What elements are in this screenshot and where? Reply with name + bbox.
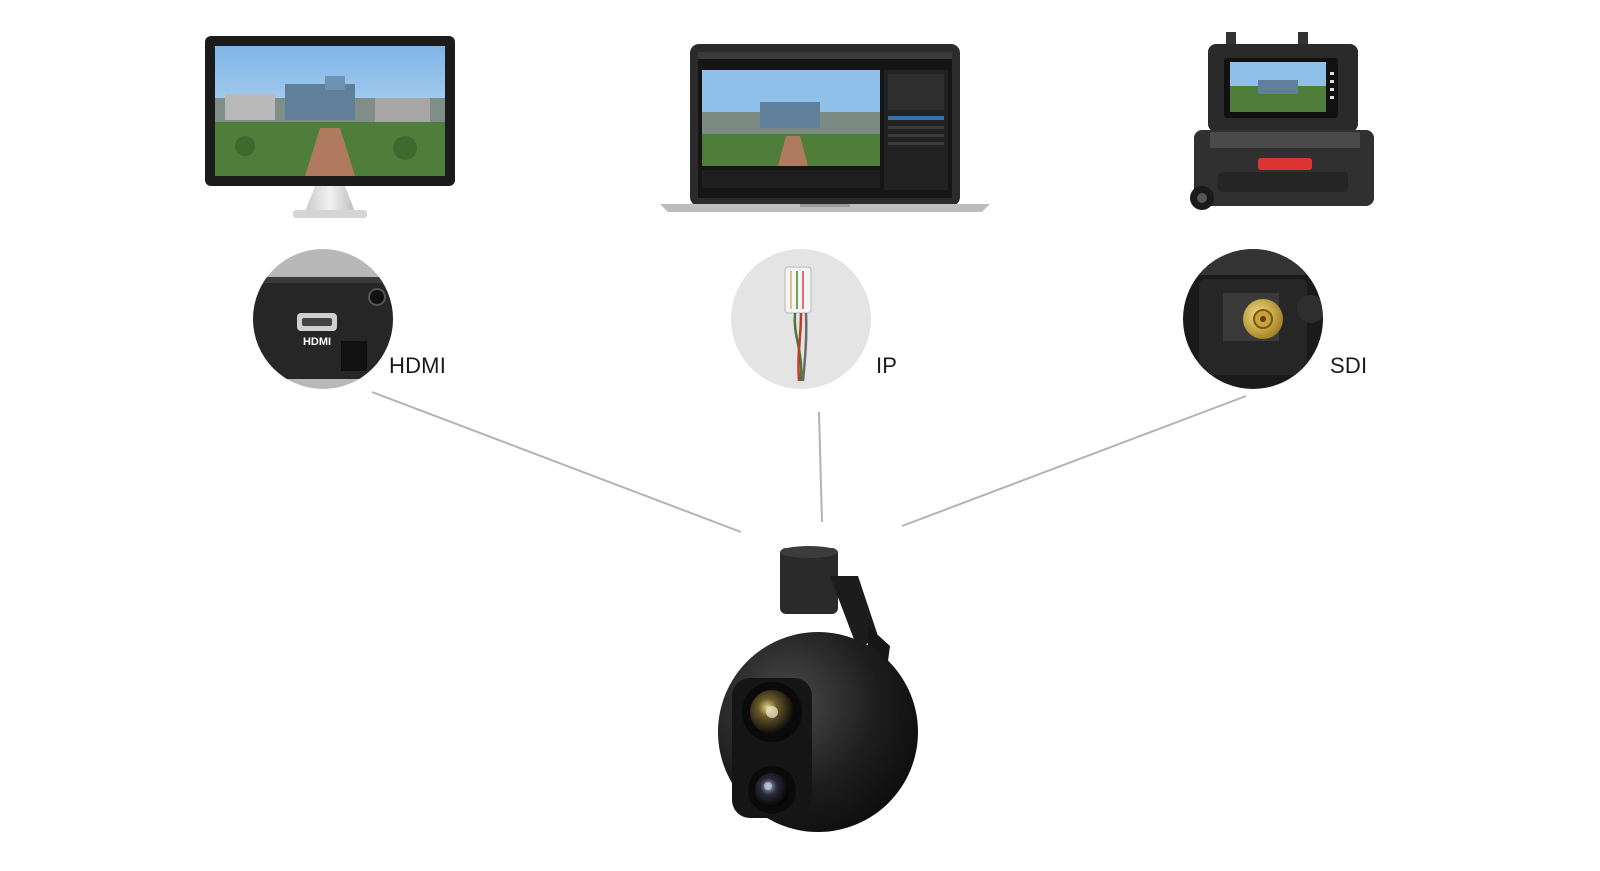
rj45-plug-icon (731, 249, 871, 389)
ip-connector-line (818, 411, 823, 523)
hdmi-port-icon: HDMI (253, 249, 393, 389)
gimbal-camera-icon (718, 546, 928, 842)
sma-connector-icon (1183, 249, 1323, 389)
laptop-icon (660, 44, 990, 216)
sdi-label: SDI (1330, 353, 1368, 378)
ground-station-case-icon (1188, 32, 1388, 217)
hdmi-label: HDMI (389, 353, 447, 378)
sdi-connector-line (901, 395, 1247, 527)
svg-text:HDMI: HDMI (303, 336, 331, 348)
ip-label: IP (876, 353, 898, 378)
desktop-monitor-icon (205, 36, 455, 226)
hdmi-connector-line (371, 391, 742, 533)
